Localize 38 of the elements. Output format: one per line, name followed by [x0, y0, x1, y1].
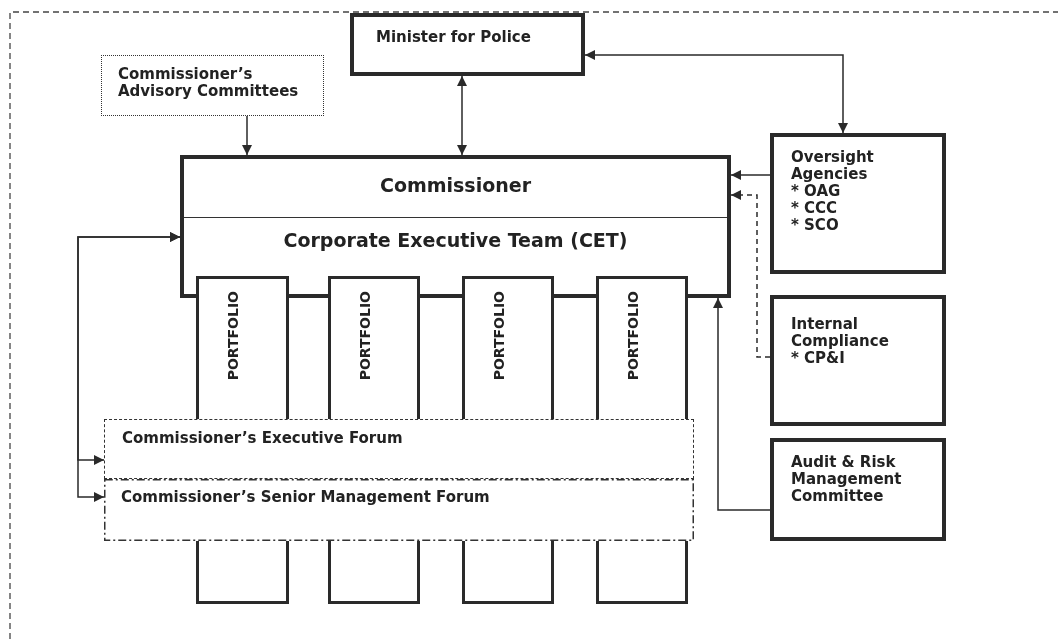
- portfolio-column-base: [596, 538, 688, 604]
- arrow: [730, 170, 771, 180]
- arrow: [457, 75, 467, 156]
- list-item: * CCC: [791, 200, 838, 217]
- compliance-box: [770, 295, 946, 426]
- portfolio-column-base: [196, 538, 289, 604]
- portfolio-column: [196, 276, 289, 422]
- committee-box: [101, 55, 324, 116]
- portfolio-column: [596, 276, 688, 422]
- portfolio-column-base: [462, 538, 554, 604]
- arrow: [713, 297, 771, 511]
- arrow: [584, 50, 848, 134]
- portfolio-column-base: [328, 538, 420, 604]
- box-label: Commissioner’s Executive Forum: [122, 430, 403, 447]
- forum-band: [104, 419, 694, 479]
- portfolio-column: [328, 276, 420, 422]
- box-title: Commissioner: [378, 173, 533, 197]
- box-label: Commissioner’s Senior Management Forum: [121, 489, 490, 506]
- minister-box: [350, 13, 585, 76]
- portfolio-label: PORTFOLIO: [490, 291, 508, 381]
- agency-box: [770, 133, 946, 274]
- box-label: Audit & Risk Management Committee: [791, 454, 903, 505]
- list-item: * OAG: [791, 183, 841, 200]
- box-label: Commissioner’s Advisory Committees: [118, 66, 300, 100]
- portfolio-column: [462, 276, 554, 422]
- box-subtitle: Corporate Executive Team (CET): [184, 217, 727, 252]
- forum-band: [104, 479, 694, 541]
- portfolio-label: PORTFOLIO: [624, 291, 642, 381]
- portfolio-label: PORTFOLIO: [224, 291, 242, 381]
- box-label: Internal Compliance: [791, 316, 890, 350]
- box-label: Oversight Agencies: [791, 149, 875, 183]
- list-item: * CP&I: [791, 350, 845, 367]
- arrow: [242, 115, 252, 156]
- list-item: * SCO: [791, 217, 839, 234]
- box-label: Minister for Police: [376, 29, 531, 46]
- portfolio-label: PORTFOLIO: [356, 291, 374, 381]
- arrow: [730, 190, 771, 358]
- committee-box: [770, 438, 946, 541]
